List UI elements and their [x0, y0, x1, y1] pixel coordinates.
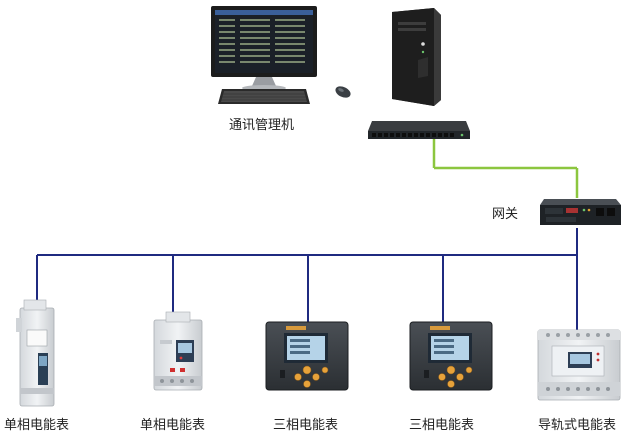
meter-label: 三相电能表 [409, 418, 475, 433]
pc-label: 通讯管理机 [229, 118, 295, 133]
meter-label: 单相电能表 [140, 418, 206, 433]
meter-label: 三相电能表 [273, 418, 339, 433]
three-phase-meter-icon [409, 321, 493, 391]
gateway-device-icon [540, 199, 621, 225]
three-phase-meter-icon [265, 321, 349, 391]
single-phase-meter-icon [153, 311, 203, 391]
mouse-icon [335, 86, 351, 98]
monitor-icon [211, 6, 317, 91]
single-phase-meter-icon [16, 299, 55, 407]
din-rail-meter-icon [537, 329, 621, 401]
ethernet-link [432, 136, 579, 198]
meter-label: 导轨式电能表 [538, 418, 617, 433]
keyboard-icon [218, 89, 310, 104]
network-switch-icon [368, 121, 470, 139]
meter-label: 单相电能表 [4, 418, 70, 433]
rs485-bus [36, 228, 578, 330]
server-tower-icon [392, 8, 441, 106]
gateway-label: 网关 [492, 207, 519, 222]
